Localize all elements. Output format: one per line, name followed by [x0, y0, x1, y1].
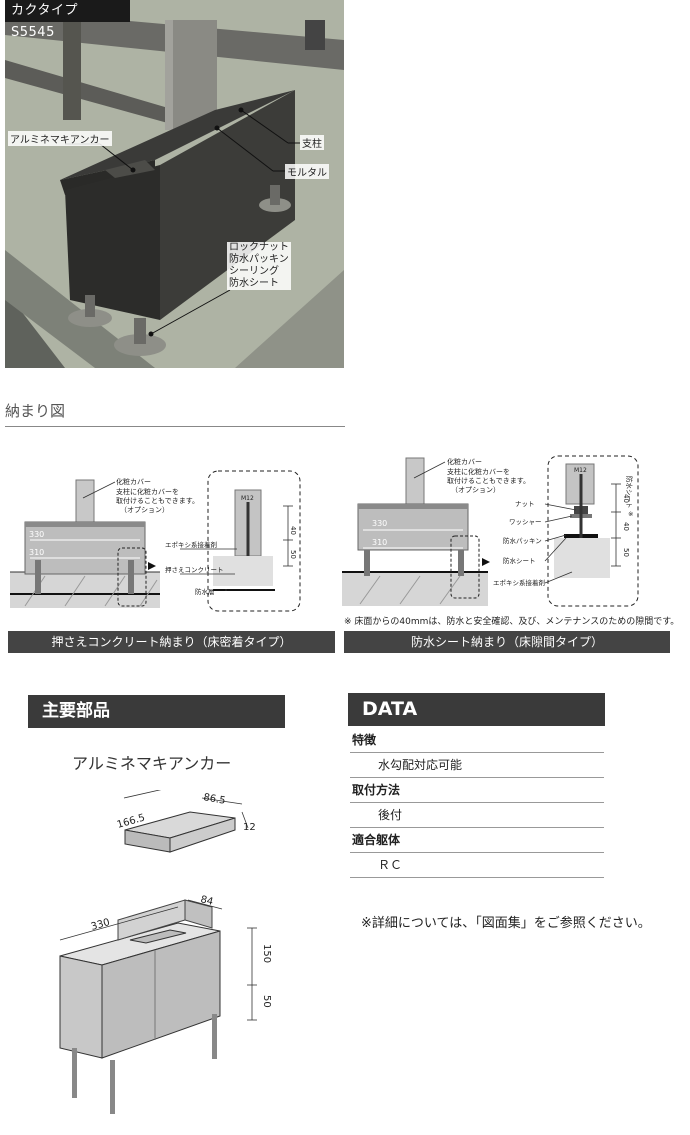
dim-50-r: 50 — [622, 548, 630, 557]
dim-12: 12 — [243, 822, 256, 833]
dim-40b: 40 — [622, 522, 630, 531]
label-side-sheet: 防水シート — [625, 476, 634, 509]
label-bolt-r: M12 — [574, 467, 587, 474]
label-epoxy-r: エポキシ系接着剤 — [493, 578, 545, 587]
label-cover-r: 化粧カバー — [447, 457, 482, 466]
label-sheet: 防水シート — [503, 556, 536, 565]
dim-330-part: 330 — [90, 917, 111, 933]
part-name: アルミネマキアンカー — [72, 754, 232, 773]
diagram-sheet-drawing: 化粧カバー 支柱に化粧カバーを 取付けることもできます。 （オプション） 330… — [342, 455, 639, 607]
label-sheet: 防水シート — [229, 278, 279, 289]
detail-footnote: ※詳細については、「図面集」をご参照ください。 — [361, 916, 651, 931]
label-bolt: M12 — [241, 495, 254, 502]
data-value-structure: ＲＣ — [350, 853, 604, 878]
label-cover-note-1: 支柱に化粧カバーを — [116, 487, 179, 496]
label-cover-note-r2: 取付けることもできます。 — [447, 476, 530, 485]
parts-heading: 主要部品 — [28, 695, 285, 728]
dim-310-r: 310 — [372, 538, 387, 547]
label-post: 支柱 — [300, 135, 324, 150]
label-packing: 防水パッキン — [503, 536, 542, 545]
dim-50: 50 — [289, 550, 297, 559]
data-label-install: 取付方法 — [350, 778, 604, 803]
label-locknut: ロックナット — [229, 242, 289, 253]
diagram-concrete: 化粧カバー 支柱に化粧カバーを 取付けることもできます。 （オプション） 330… — [5, 466, 305, 616]
caption-concrete: 押さえコンクリート納まり（床密着タイプ） — [8, 631, 335, 653]
parts-drawing: 166.5 86.5 12 330 84 150 50 — [30, 783, 330, 1135]
label-anchor: アルミネマキアンカー — [8, 131, 112, 146]
dim-84: 84 — [199, 894, 214, 908]
label-mortar: モルタル — [285, 164, 329, 179]
product-photo: カクタイプ S5545 アルミネマキアンカー 支柱 モルタル ロックナット 防水… — [5, 0, 344, 368]
dim-310: 310 — [29, 548, 44, 557]
data-label-feature: 特徴 — [350, 728, 604, 753]
label-cover: 化粧カバー — [116, 477, 151, 486]
caption-sheet: 防水シート納まり（床隙間タイプ） — [344, 631, 670, 653]
label-cover-note-r1: 支柱に化粧カバーを — [447, 467, 510, 476]
data-label-structure: 適合躯体 — [350, 828, 604, 853]
label-washer: ワッシャー — [509, 518, 542, 526]
anchor-photo-illustration — [5, 0, 344, 368]
dim-150: 150 — [261, 944, 272, 963]
dim-40: 40 — [289, 526, 297, 535]
anchor-parts-drawing: 166.5 86.5 12 330 84 150 50 — [59, 783, 272, 1114]
data-heading: DATA — [348, 693, 605, 726]
diagram-concrete-drawing: 化粧カバー 支柱に化粧カバーを 取付けることもできます。 （オプション） 330… — [10, 470, 301, 612]
section-divider — [5, 426, 345, 427]
dim-330: 330 — [29, 530, 44, 539]
diagram-sheet: 化粧カバー 支柱に化粧カバーを 取付けることもできます。 （オプション） 330… — [340, 454, 640, 612]
data-value-install: 後付 — [350, 803, 604, 828]
label-hardware: ロックナット 防水パッキン シーリング 防水シート — [227, 242, 291, 290]
data-value-feature: 水勾配対応可能 — [350, 753, 604, 778]
label-waterproof-layer: 防水層 — [195, 587, 215, 596]
dim-330-r: 330 — [372, 519, 387, 528]
label-cover-note-r3: （オプション） — [451, 486, 500, 494]
label-sealing: シーリング — [229, 266, 279, 277]
mark-asterisk: ※ — [628, 510, 633, 518]
dim-40a: 40 — [622, 494, 630, 503]
label-cover-note-2: 取付けることもできます。 — [116, 496, 199, 505]
label-packing: 防水パッキン — [229, 254, 289, 265]
label-epoxy: エポキシ系接着剤 — [165, 540, 217, 549]
gap-note: ※ 床面からの40mmは、防水と安全確認、及び、メンテナンスのための隙間です。 — [344, 617, 680, 627]
label-cover-note-3: （オプション） — [120, 506, 169, 514]
label-concrete: 押さえコンクリート — [165, 565, 224, 574]
product-title: カクタイプ S5545 — [5, 0, 130, 40]
label-nut: ナット — [515, 500, 535, 508]
section-title: 納まり図 — [5, 402, 66, 420]
dim-50-part: 50 — [261, 995, 272, 1008]
dim-86-5: 86.5 — [202, 792, 226, 807]
